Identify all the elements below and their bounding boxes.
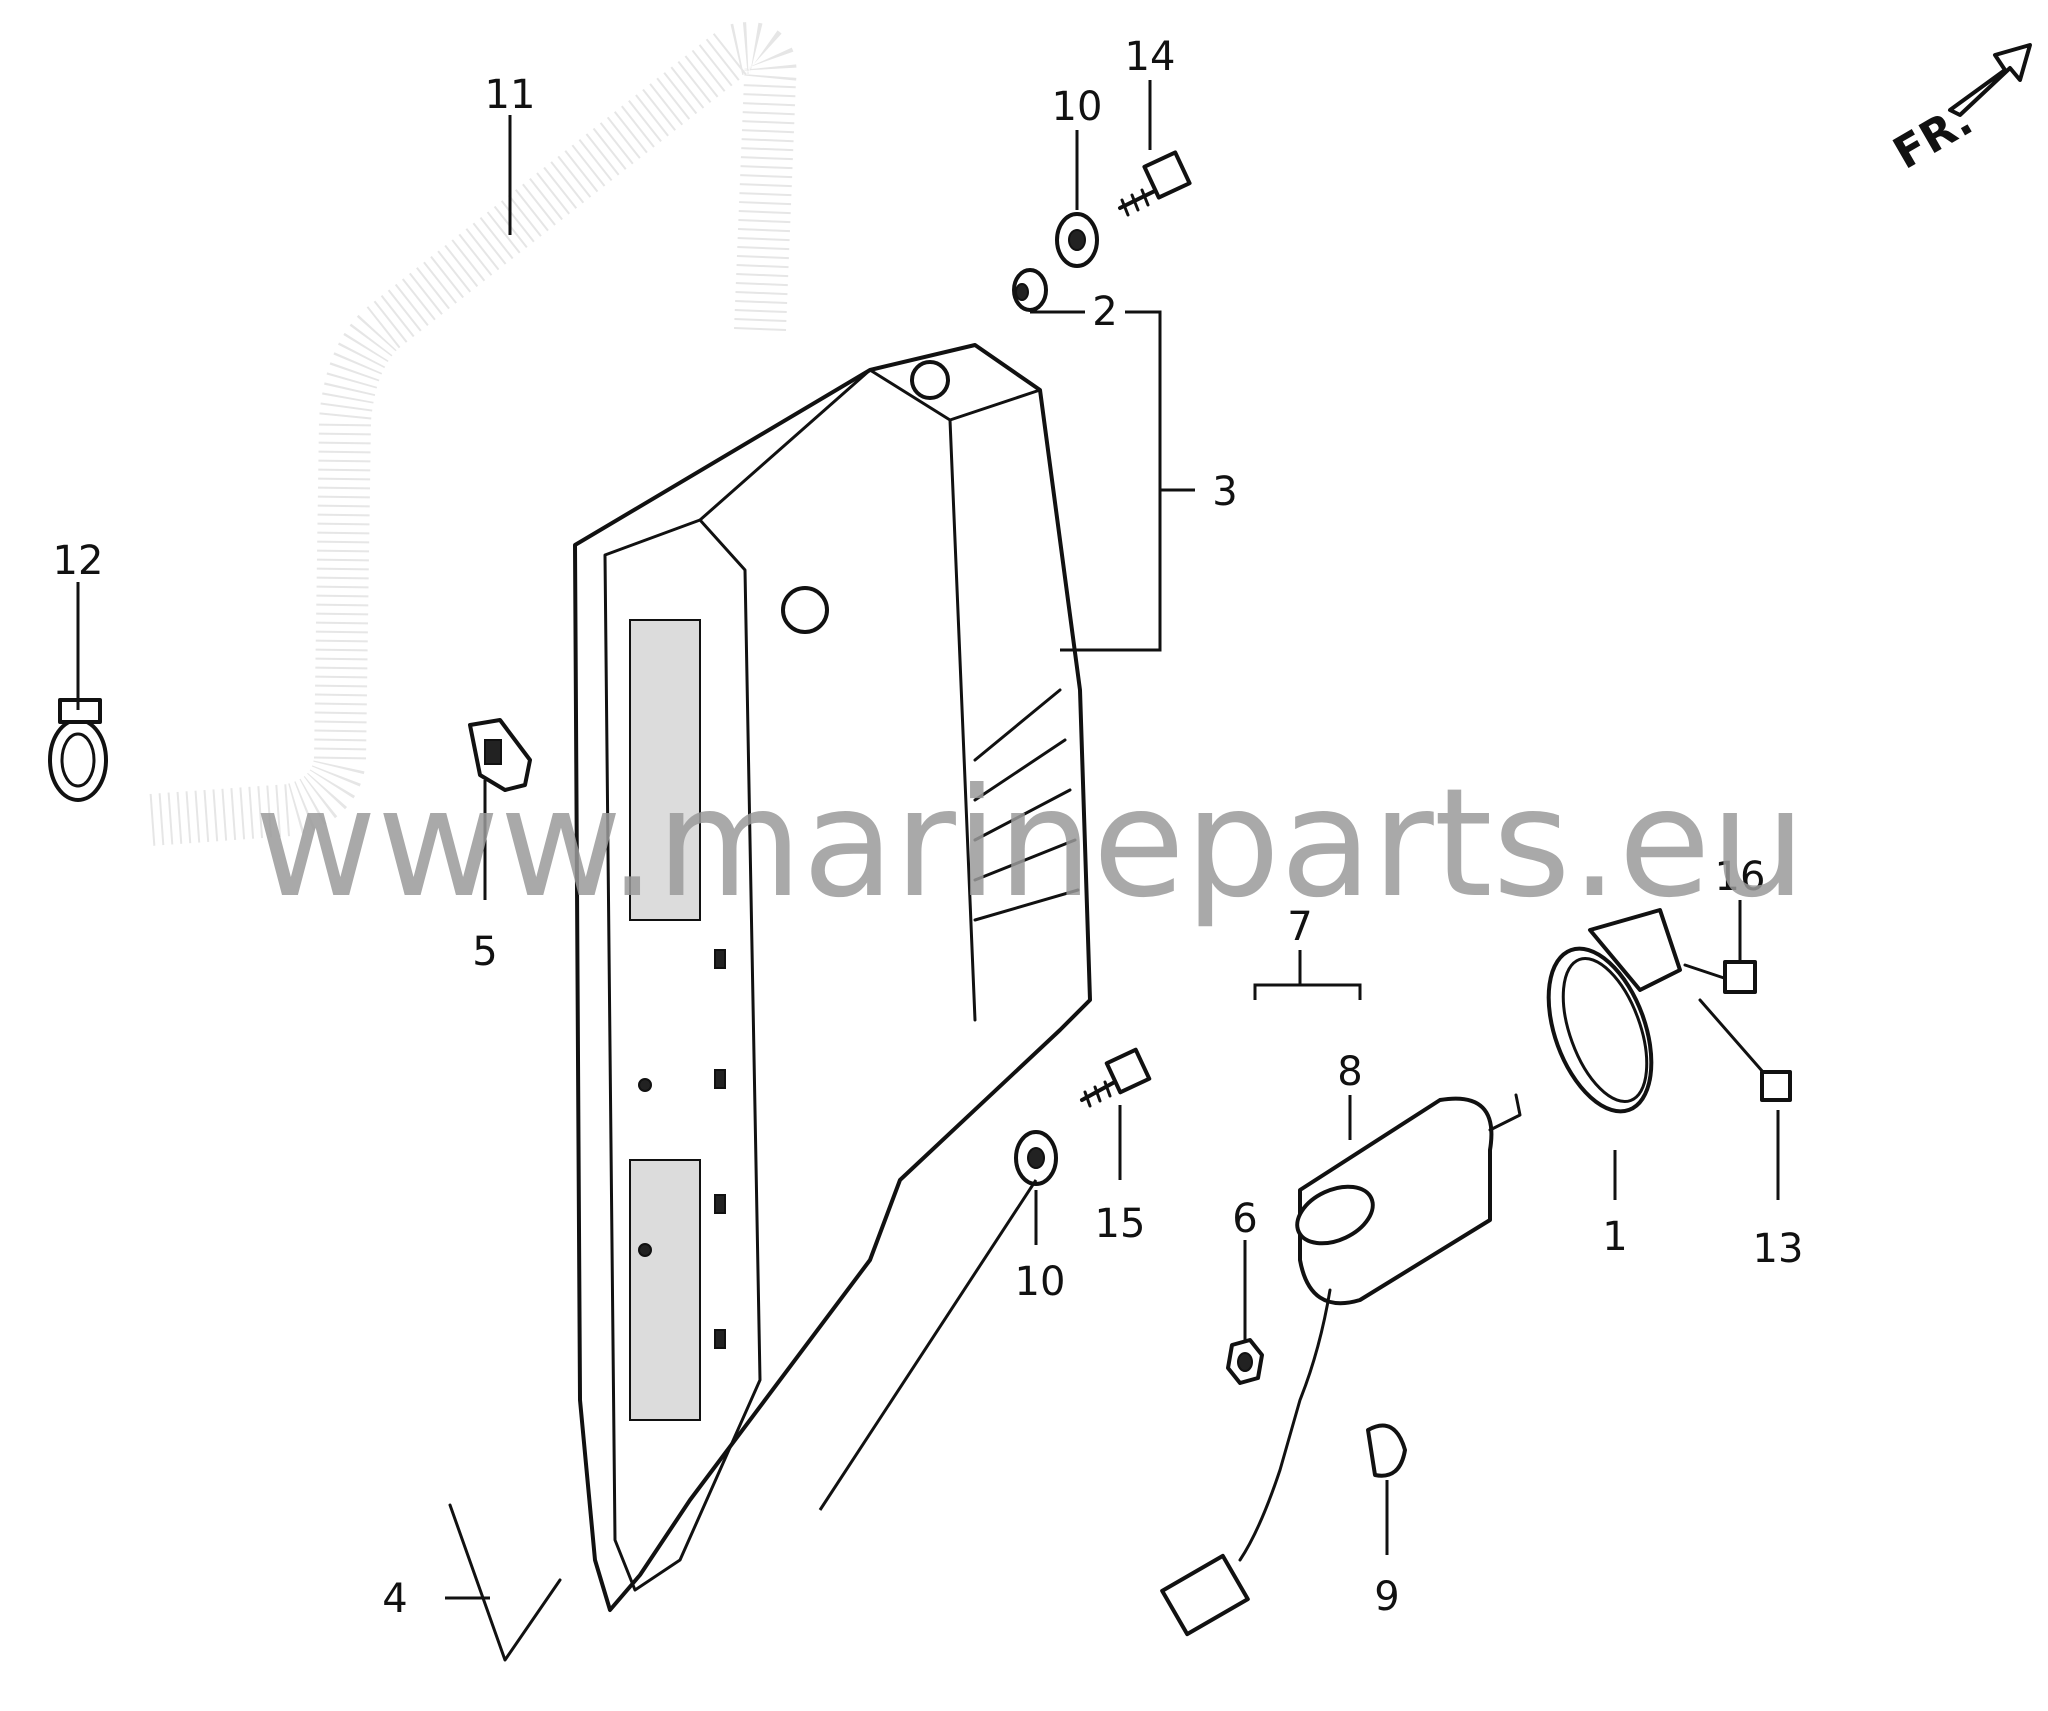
- hose-part-11: [124, 22, 797, 846]
- front-direction-arrow-icon: [1948, 43, 2032, 117]
- callout-3: 3: [1212, 469, 1237, 515]
- leader-lines: [76, 80, 1780, 1600]
- band-part-1: [1546, 908, 1682, 1114]
- callout-6: 6: [1232, 1196, 1257, 1242]
- bolt-part-16: [1683, 960, 1757, 994]
- callout-11: 11: [485, 72, 536, 118]
- grommet-part-2: [1012, 268, 1048, 312]
- callout-16: 16: [1715, 854, 1766, 900]
- clip-part-5: [468, 718, 532, 792]
- callout-2: 2: [1092, 289, 1117, 335]
- bolt-part-13: [1698, 998, 1792, 1102]
- nut-part-6: [1226, 1338, 1264, 1385]
- callout-5: 5: [472, 929, 497, 975]
- callout-12: 12: [53, 538, 104, 584]
- callout-15: 15: [1095, 1201, 1146, 1247]
- filter-part-8: [1160, 1093, 1522, 1637]
- callout-4: 4: [382, 1576, 407, 1622]
- washer-part-10-bottom: [1014, 1130, 1058, 1186]
- washer-part-10-top: [1055, 212, 1099, 268]
- case-part-3: [573, 343, 1092, 1612]
- callout-10-top: 10: [1052, 84, 1103, 130]
- callout-10-bottom: 10: [1015, 1259, 1066, 1305]
- callout-14: 14: [1125, 34, 1176, 80]
- pin-part-4: [448, 1503, 562, 1662]
- watermark-text: www.marineparts.eu: [254, 757, 1806, 931]
- clip-part-9: [1366, 1423, 1407, 1478]
- callout-8: 8: [1337, 1049, 1362, 1095]
- bolt-part-15: [1080, 1047, 1152, 1108]
- bolt-part-14: [1118, 150, 1192, 217]
- callout-7: 7: [1287, 904, 1312, 950]
- callout-9: 9: [1374, 1574, 1399, 1620]
- hose-clamp-part-12: [48, 698, 108, 802]
- callout-13: 13: [1753, 1226, 1804, 1272]
- callout-1: 1: [1602, 1214, 1627, 1260]
